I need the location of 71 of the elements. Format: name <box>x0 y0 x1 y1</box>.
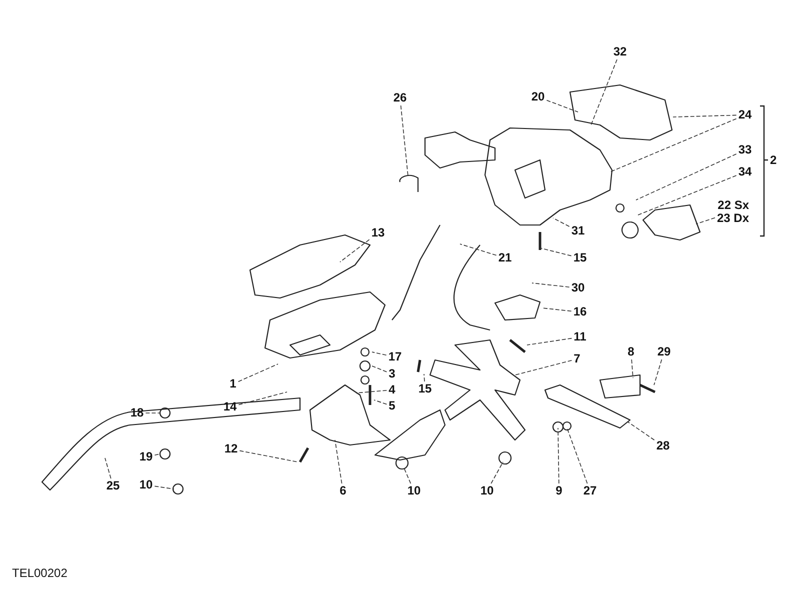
leader-line <box>542 308 572 312</box>
leader-line <box>672 114 737 118</box>
callout-number: 1 <box>230 378 236 390</box>
callout-number: 9 <box>556 484 562 498</box>
callout-number: 7 <box>574 352 580 366</box>
leader-line <box>566 428 588 484</box>
callout-number: 16 <box>573 306 587 318</box>
leader-line <box>356 390 388 394</box>
leader-line <box>372 352 387 356</box>
callout-number: 22 Sx 23 Dx <box>716 199 750 225</box>
callout-number: 17 <box>388 350 402 364</box>
leader-line <box>424 374 425 382</box>
leader-line <box>239 450 298 462</box>
callout-number: 27 <box>583 484 597 498</box>
callout-number: 19 <box>139 450 153 464</box>
callout-number: 34 <box>738 166 752 178</box>
leader-line <box>404 468 412 484</box>
callout-number: 21 <box>498 252 512 264</box>
leader-line <box>532 282 570 288</box>
leader-line <box>558 428 560 484</box>
callout-number: 30 <box>571 282 585 294</box>
leader-line <box>546 100 578 112</box>
callout-number: 12 <box>224 442 238 456</box>
leader-line <box>238 364 278 382</box>
callout-number: 5 <box>388 400 396 412</box>
callout-number: 25 <box>106 480 120 492</box>
leader-line <box>638 175 737 216</box>
callout-number: 8 <box>628 346 634 358</box>
callout-number: 24 <box>738 108 752 122</box>
callout-number: 10 <box>407 484 421 498</box>
callout-number: 4 <box>388 384 396 396</box>
callout-number: 13 <box>371 226 385 240</box>
leader-line <box>400 105 408 176</box>
leader-line <box>154 486 174 490</box>
assembly-number: 2 <box>770 153 777 167</box>
leader-line <box>654 359 662 386</box>
leader-line <box>490 462 504 484</box>
leader-line <box>636 154 737 200</box>
leader-line <box>610 118 737 172</box>
leader-line <box>374 400 388 405</box>
callout-number: 28 <box>656 440 670 452</box>
callout-number: 20 <box>531 90 545 104</box>
leader-line <box>552 218 570 227</box>
leader-line <box>238 392 288 406</box>
leader-line <box>460 244 497 256</box>
callout-number: 15 <box>573 252 587 264</box>
callout-number: 10 <box>480 484 494 498</box>
callout-number: 11 <box>574 330 586 344</box>
callout-number: 29 <box>657 346 671 358</box>
leader-line <box>526 338 572 346</box>
leader-line <box>145 412 160 414</box>
callout-number: 10 <box>139 478 153 492</box>
callout-number: 15 <box>418 382 432 396</box>
leader-line <box>628 422 655 440</box>
leader-line <box>514 360 572 376</box>
callout-number: 26 <box>393 92 407 104</box>
leader-line <box>154 454 160 456</box>
callout-number: 6 <box>340 484 346 498</box>
callout-number: 14 <box>223 400 237 414</box>
leader-line <box>631 359 634 378</box>
leader-line <box>696 217 716 224</box>
callout-number: 3 <box>388 368 396 380</box>
callout-number: 31 <box>571 224 585 238</box>
drawing-code: TEL00202 <box>12 566 68 580</box>
leader-line <box>590 59 618 126</box>
leader-line <box>334 440 342 484</box>
leader-line <box>372 366 388 372</box>
leader-line <box>104 458 112 479</box>
callout-number: 32 <box>613 46 627 58</box>
callout-number: 33 <box>738 144 752 156</box>
leader-line <box>540 248 572 256</box>
